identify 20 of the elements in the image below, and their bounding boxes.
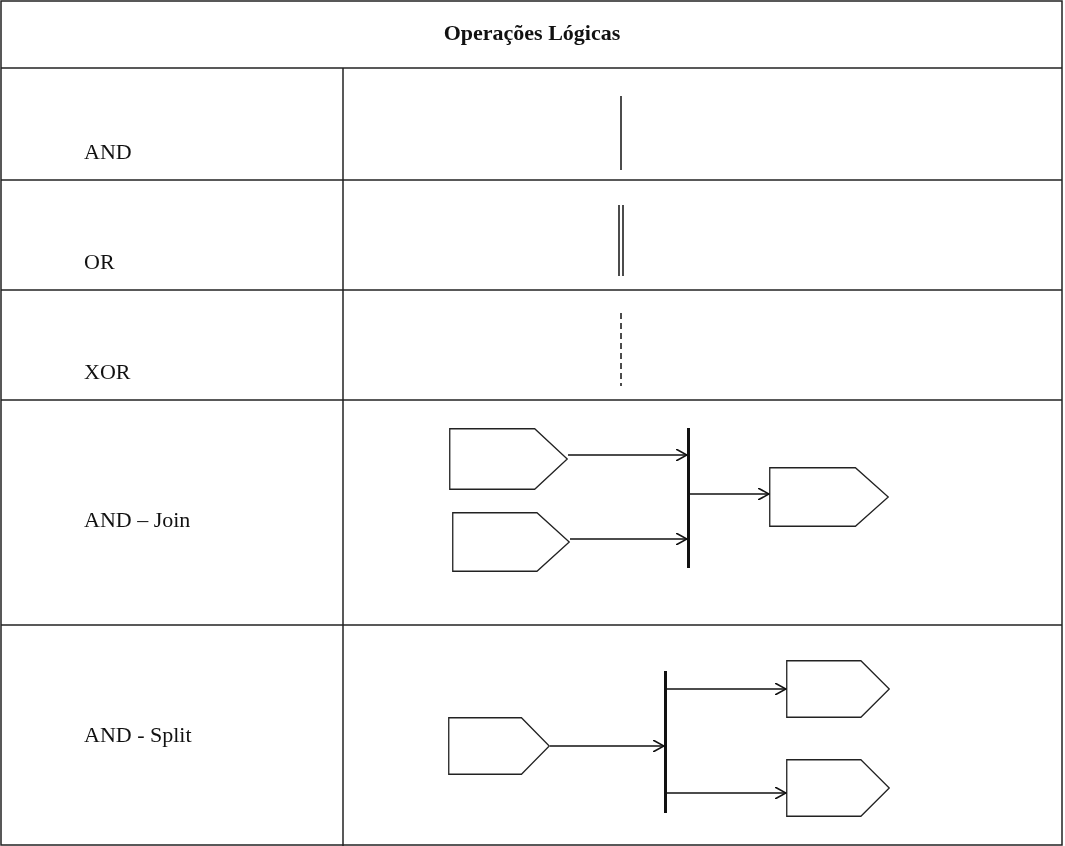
- arrow: [689, 487, 770, 501]
- pentagon-shape: [449, 428, 568, 490]
- pentagon-shape: [769, 467, 889, 527]
- arrow: [569, 532, 688, 546]
- pentagon-shape: [786, 759, 890, 817]
- arrow: [666, 786, 787, 800]
- pentagon-shape: [448, 717, 550, 775]
- arrow: [549, 739, 665, 753]
- row-label: OR: [84, 251, 115, 273]
- pentagon-shape: [786, 660, 890, 718]
- connector-bar: [664, 671, 667, 813]
- pentagon-shape: [452, 512, 570, 572]
- arrow: [666, 682, 787, 696]
- row-label: XOR: [84, 361, 131, 383]
- table-title: Operações Lógicas: [443, 22, 621, 44]
- connector-bar: [687, 428, 690, 568]
- row-label: AND: [84, 141, 132, 163]
- row-label: AND - Split: [84, 724, 192, 746]
- row-label: AND – Join: [84, 509, 191, 531]
- arrow: [567, 448, 688, 462]
